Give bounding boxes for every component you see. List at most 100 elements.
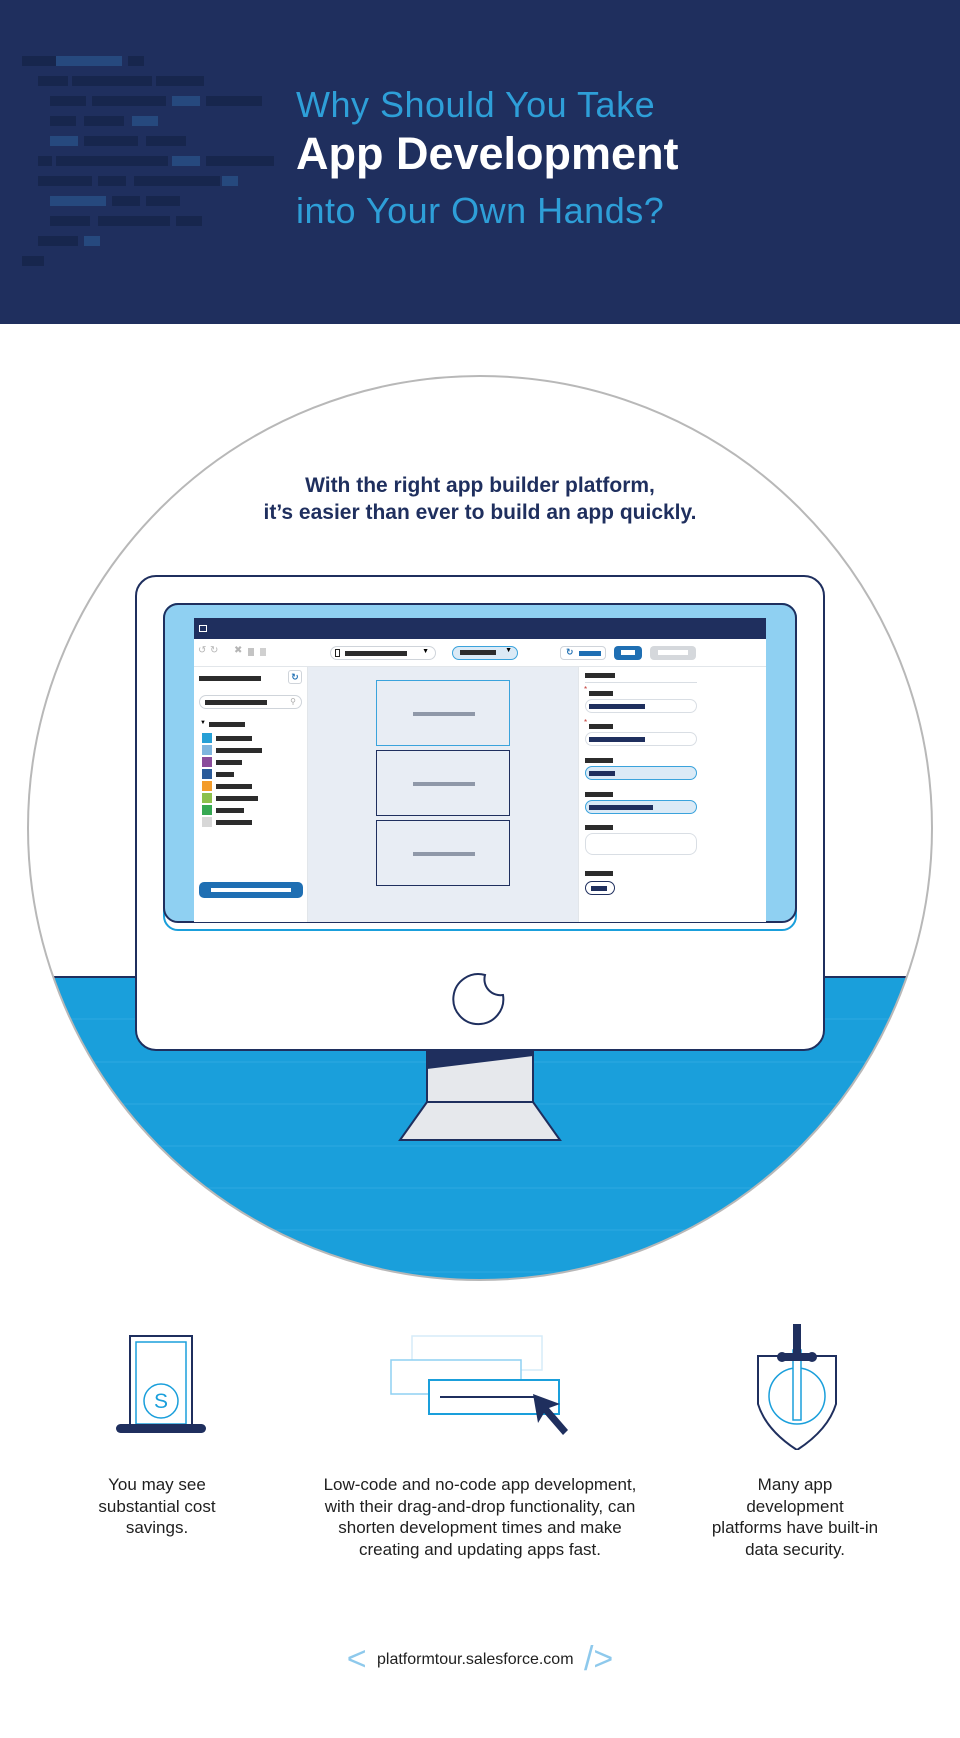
property-input[interactable] xyxy=(585,766,697,780)
chevron-down-icon: ▼ xyxy=(505,647,512,654)
code-line xyxy=(98,176,126,186)
property-value xyxy=(589,805,653,810)
panel-title xyxy=(199,676,261,681)
redo-icon[interactable]: ↻ xyxy=(210,645,219,656)
field-label xyxy=(589,724,613,729)
refresh-icon: ↻ xyxy=(566,647,574,657)
code-line xyxy=(172,96,200,106)
code-line xyxy=(84,136,138,146)
code-line xyxy=(50,116,76,126)
refresh-label xyxy=(579,651,601,656)
property-input[interactable] xyxy=(585,732,697,746)
header-banner: Why Should You Take App Development into… xyxy=(0,0,960,324)
property-input[interactable] xyxy=(585,800,697,814)
code-line xyxy=(128,56,144,66)
property-textarea[interactable] xyxy=(585,833,697,855)
code-line xyxy=(92,96,166,106)
code-line xyxy=(50,136,78,146)
component-label[interactable] xyxy=(216,784,252,789)
toolbar: ↺ ↻ ✖ ▼ ▼ ↻ xyxy=(194,639,766,667)
component-label[interactable] xyxy=(216,748,262,753)
title-top-line: Why Should You Take xyxy=(296,84,656,125)
properties-panel: * * xyxy=(578,667,766,922)
canvas-component[interactable] xyxy=(376,750,510,816)
component-label[interactable] xyxy=(216,772,234,777)
code-line xyxy=(134,176,220,186)
phone-icon xyxy=(335,649,340,657)
code-line xyxy=(38,156,52,166)
intro-line-2: it’s easier than ever to build an app qu… xyxy=(263,501,697,524)
properties-title xyxy=(585,673,615,678)
builder-canvas xyxy=(308,667,578,922)
app-menu-icon xyxy=(199,625,207,632)
paste-icon[interactable] xyxy=(260,648,266,656)
intro-text: With the right app builder platform, it’… xyxy=(180,472,780,526)
component-label[interactable] xyxy=(216,820,252,825)
cut-icon[interactable]: ✖ xyxy=(234,645,243,656)
code-line xyxy=(146,196,180,206)
copy-icon[interactable] xyxy=(248,648,254,656)
component-label[interactable] xyxy=(216,808,244,813)
code-line xyxy=(146,136,186,146)
code-line xyxy=(38,76,68,86)
code-line xyxy=(56,156,168,166)
device-select[interactable]: ▼ xyxy=(330,646,436,660)
chevron-down-icon[interactable]: ▼ xyxy=(200,720,206,726)
shield-security-icon xyxy=(757,1324,837,1450)
footer-url-link[interactable]: platformtour.salesforce.com xyxy=(377,1650,574,1668)
benefit-data-security: Many app development platforms have buil… xyxy=(711,1475,879,1559)
search-icon: ⚲ xyxy=(290,697,296,706)
activate-button[interactable] xyxy=(650,646,696,660)
component-icon xyxy=(202,733,212,743)
code-line xyxy=(84,116,124,126)
property-value xyxy=(589,737,645,742)
code-line xyxy=(50,196,106,206)
svg-text:S: S xyxy=(154,1390,168,1413)
component-label[interactable] xyxy=(216,760,242,765)
component-placeholder xyxy=(413,782,475,786)
refresh-icon[interactable]: ↻ xyxy=(288,670,302,684)
search-placeholder xyxy=(205,700,267,705)
component-icon xyxy=(202,781,212,791)
component-icon xyxy=(202,817,212,827)
footer: < platformtour.salesforce.com /> xyxy=(0,1640,960,1680)
view-select[interactable]: ▼ xyxy=(452,646,518,660)
component-label[interactable] xyxy=(216,796,258,801)
code-line xyxy=(22,56,74,66)
code-line xyxy=(206,156,274,166)
component-search-input[interactable]: ⚲ xyxy=(199,695,302,709)
canvas-component[interactable] xyxy=(376,680,510,746)
property-input[interactable] xyxy=(585,699,697,713)
save-button[interactable] xyxy=(614,646,642,660)
code-line xyxy=(38,176,92,186)
get-more-button[interactable] xyxy=(199,882,303,898)
code-line xyxy=(132,116,158,126)
save-label xyxy=(621,650,635,655)
property-toggle[interactable] xyxy=(585,881,615,895)
code-line xyxy=(98,216,170,226)
component-icon xyxy=(202,805,212,815)
canvas-component[interactable] xyxy=(376,820,510,886)
code-line xyxy=(156,76,204,86)
undo-icon[interactable]: ↺ xyxy=(198,645,207,656)
component-icon xyxy=(202,793,212,803)
toggle-label xyxy=(591,885,607,891)
refresh-button[interactable]: ↻ xyxy=(560,646,606,660)
benefit-cost-savings: You may see substantial cost savings. xyxy=(98,1475,216,1537)
component-icon xyxy=(202,769,212,779)
code-line xyxy=(172,156,200,166)
component-label[interactable] xyxy=(216,736,252,741)
get-more-label xyxy=(211,888,291,892)
drag-and-drop-icon xyxy=(390,1335,568,1435)
dollar-bill-icon: S xyxy=(116,1335,206,1433)
code-line xyxy=(50,96,86,106)
intro-line-1: With the right app builder platform, xyxy=(305,474,655,497)
open-bracket-icon: < xyxy=(346,1640,367,1678)
title-bottom-line: into Your Own Hands? xyxy=(296,190,665,231)
activate-label xyxy=(658,650,688,655)
device-select-label xyxy=(345,651,407,656)
code-line xyxy=(38,236,78,246)
code-line xyxy=(112,196,140,206)
field-label xyxy=(585,871,613,876)
field-label xyxy=(589,691,613,696)
